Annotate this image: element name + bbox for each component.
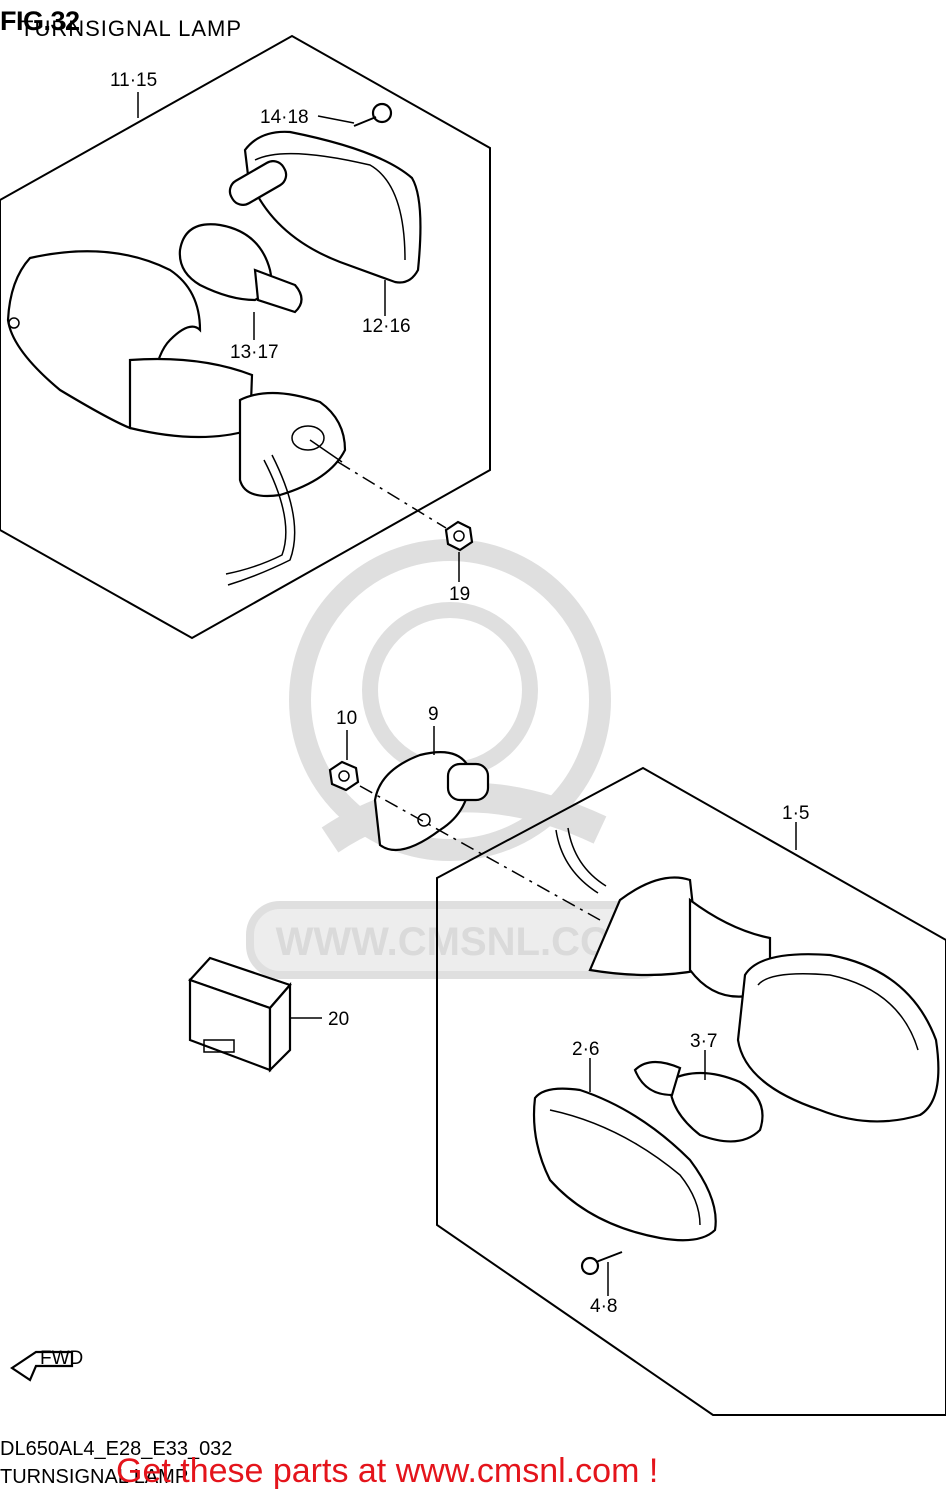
rear-lens — [532, 1087, 717, 1242]
callout-front-lamp-assy: 11·15 — [110, 70, 157, 91]
callout-front-screw: 14·18 — [260, 107, 309, 128]
relay — [188, 956, 292, 1073]
rear-screw — [580, 1251, 623, 1276]
cushion — [373, 751, 490, 852]
callout-front-bulb: 13·17 — [230, 342, 279, 363]
front-lamp-assembly-box — [0, 34, 491, 640]
figure-number: FIG.32 — [0, 6, 80, 36]
front-nut — [444, 520, 474, 552]
callout-front-lens: 12·16 — [362, 316, 411, 337]
leader-lines — [137, 92, 797, 1296]
rear-lamp-assembly-box — [436, 766, 946, 1416]
callout-rear-lens: 2·6 — [572, 1039, 599, 1060]
callout-rear-bulb: 3·7 — [690, 1031, 717, 1052]
callouts: 11·15 14·18 12·16 13·17 19 10 9 1·5 20 2… — [110, 70, 809, 1317]
rear-bulb — [633, 1060, 764, 1143]
watermark-text: WWW.CMSNL.COM — [276, 920, 645, 964]
figure-title: TURNSIGNAL LAMP — [20, 16, 243, 41]
front-bulb — [178, 223, 303, 314]
front-lamp-housing — [6, 250, 347, 586]
callout-relay: 20 — [328, 1009, 349, 1030]
callout-nut-10: 10 — [336, 708, 357, 729]
fwd-label: FWD — [40, 1348, 83, 1369]
get-parts-link[interactable]: Get these parts at www.cmsnl.com ! — [116, 1452, 659, 1490]
fwd-direction-marker: FWD — [10, 1348, 83, 1382]
model-code: DL650AL4_E28_E33_032 — [0, 1438, 233, 1460]
front-screw — [353, 102, 393, 127]
mid-nut — [328, 760, 360, 792]
cmsnl-watermark: WWW.CMSNL.COM — [246, 539, 674, 979]
rear-lamp-housing — [555, 827, 940, 1123]
front-lens — [228, 130, 422, 284]
callout-cushion: 9 — [428, 704, 439, 725]
callout-nut-19: 19 — [449, 584, 470, 605]
bottom-title: TURNSIGNAL LAMP — [0, 1466, 189, 1488]
callout-rear-lamp-assy: 1·5 — [782, 803, 809, 824]
callout-rear-screw: 4·8 — [590, 1296, 617, 1317]
